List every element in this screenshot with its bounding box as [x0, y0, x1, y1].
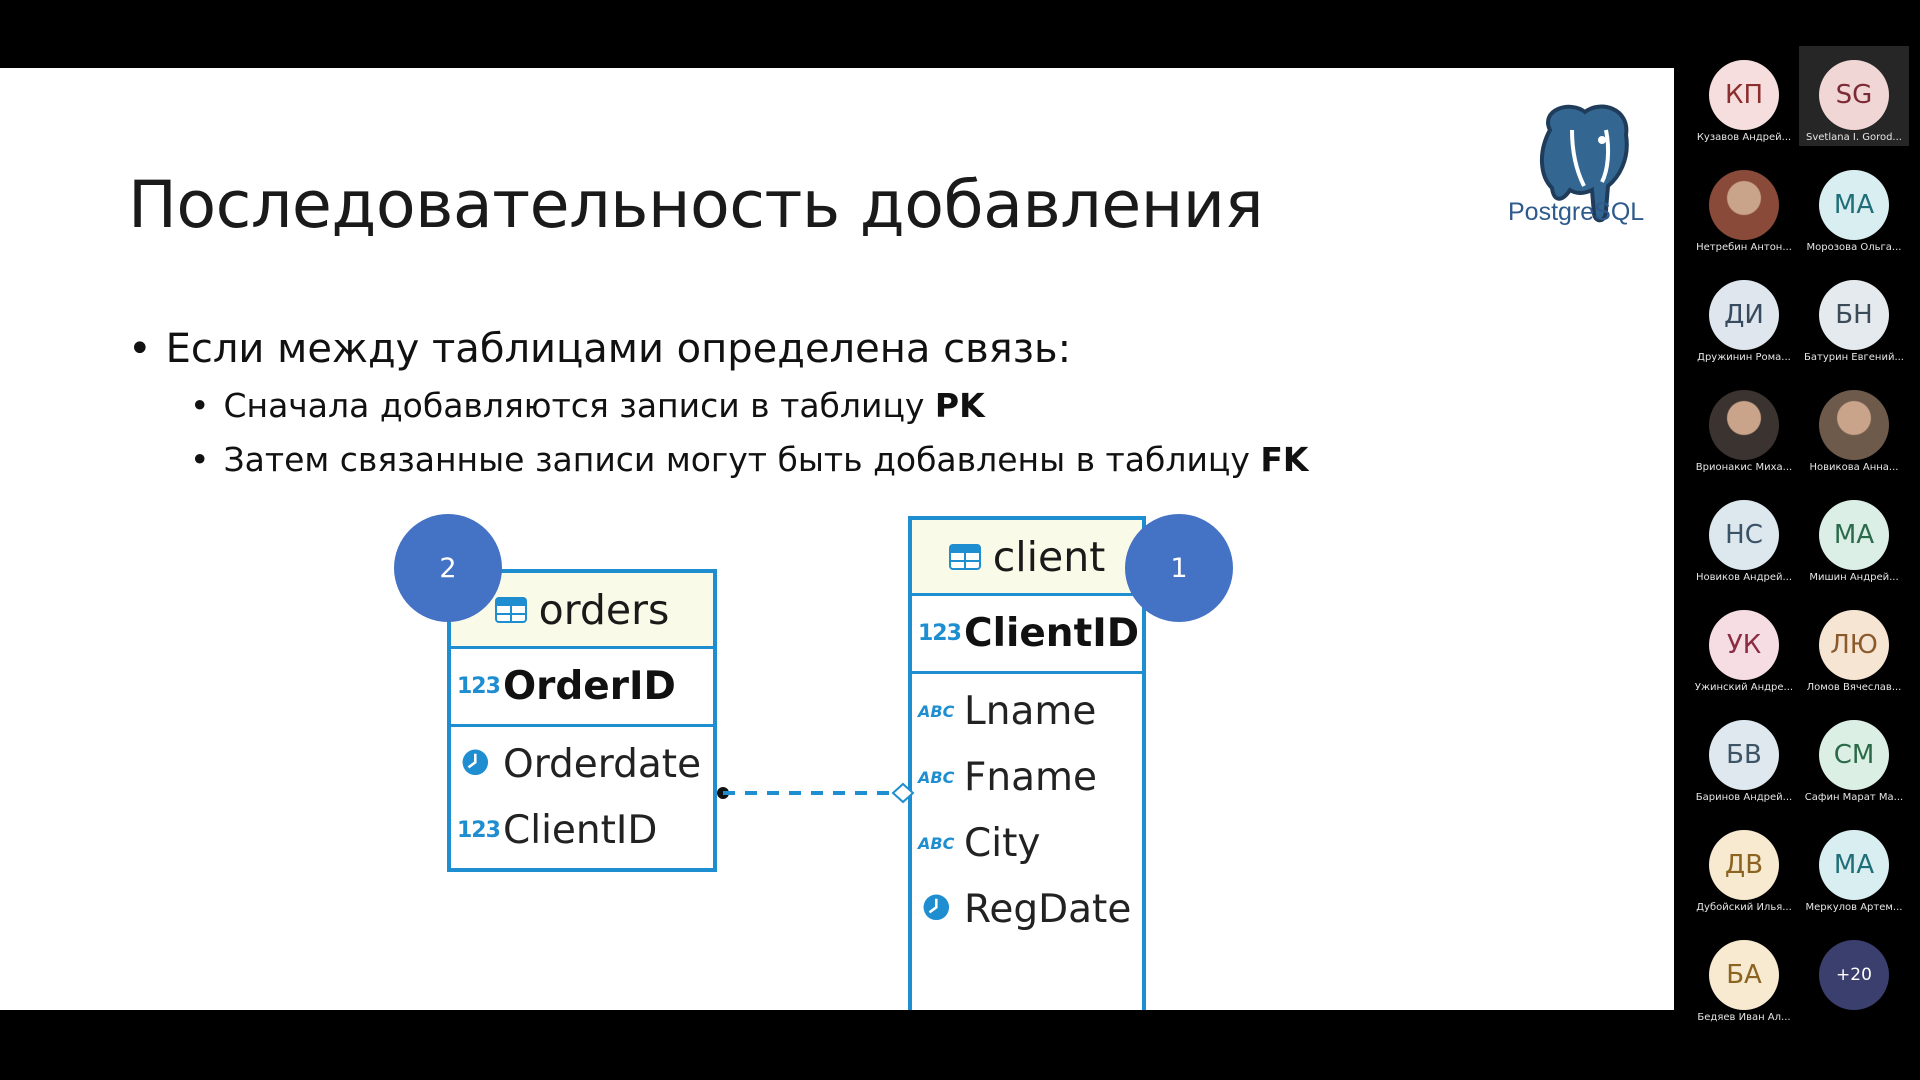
- numeric-type-icon: 123: [457, 817, 501, 843]
- table-icon: [494, 596, 527, 623]
- bullet-sub-1: •Сначала добавляются записи в таблицу PK: [190, 386, 985, 425]
- participant-tile[interactable]: БН Батурин Евгений...: [1799, 266, 1909, 366]
- table-header-orders: orders: [451, 573, 713, 649]
- avatar: SG: [1819, 60, 1889, 130]
- participant-tile[interactable]: SG Svetlana I. Gorod...: [1799, 46, 1909, 146]
- table-icon: [948, 543, 981, 570]
- participant-name: Ужинский Андре...: [1694, 682, 1794, 693]
- participant-name: Батурин Евгений...: [1804, 352, 1904, 363]
- field-name: Orderdate: [503, 741, 702, 787]
- clock-icon: [462, 749, 489, 776]
- participant-tile[interactable]: Нетребин Антон...: [1689, 156, 1799, 256]
- participant-name: Врионакис Миха...: [1695, 462, 1793, 473]
- participant-name: Ломов Вячеслав...: [1806, 682, 1902, 693]
- field-row: 123 ClientID: [451, 797, 713, 863]
- field-name: Lname: [964, 688, 1097, 734]
- avatar: ДВ: [1709, 830, 1779, 900]
- pk-field-name: ClientID: [964, 611, 1140, 656]
- participant-name: Кузавов Андрей...: [1696, 132, 1792, 143]
- participants-panel: КП Кузавов Андрей... SG Svetlana I. Gorod..…: [1674, 0, 1920, 1080]
- participant-tile[interactable]: БА Бедяев Иван Ал...: [1689, 926, 1799, 1026]
- table-header-client: client: [912, 520, 1142, 596]
- avatar: [1819, 390, 1889, 460]
- participant-tile[interactable]: МА Морозова Ольга...: [1799, 156, 1909, 256]
- avatar: МА: [1819, 170, 1889, 240]
- avatar: [1709, 170, 1779, 240]
- order-badge-client: 1: [1125, 514, 1233, 622]
- postgresql-logo-text: PostgreSQL: [1508, 198, 1645, 226]
- avatar: БН: [1819, 280, 1889, 350]
- table-name-orders: orders: [538, 585, 670, 634]
- participant-name: Бедяев Иван Ал...: [1697, 1012, 1791, 1023]
- participant-tile[interactable]: БВ Баринов Андрей...: [1689, 706, 1799, 806]
- avatar: [1709, 390, 1779, 460]
- participant-tile[interactable]: Новикова Анна...: [1799, 376, 1909, 476]
- field-name: RegDate: [964, 886, 1132, 932]
- table-name-client: client: [992, 532, 1106, 581]
- participant-tile[interactable]: МА Мишин Андрей...: [1799, 486, 1909, 586]
- participant-tile[interactable]: НС Новиков Андрей...: [1689, 486, 1799, 586]
- field-name: City: [964, 820, 1041, 866]
- participant-tile[interactable]: Врионакис Миха...: [1689, 376, 1799, 476]
- avatar: УК: [1709, 610, 1779, 680]
- participant-tile[interactable]: ДВ Дубойский Илья...: [1689, 816, 1799, 916]
- slide-title: Последовательность добавления: [128, 168, 1264, 243]
- field-name: Fname: [964, 754, 1098, 800]
- avatar: КП: [1709, 60, 1779, 130]
- participant-tile[interactable]: ДИ Дружинин Рома...: [1689, 266, 1799, 366]
- participant-tile[interactable]: УК Ужинский Андре...: [1689, 596, 1799, 696]
- erd-table-orders: orders 123 OrderID Orderdate 123 ClientI…: [447, 569, 717, 872]
- participant-tile[interactable]: СМ Сафин Марат Ма...: [1799, 706, 1909, 806]
- postgresql-elephant-icon: [1539, 104, 1629, 223]
- avatar: МА: [1819, 500, 1889, 570]
- participant-name: Новикова Анна...: [1809, 462, 1899, 473]
- order-badge-orders: 2: [394, 514, 502, 622]
- avatar: БА: [1709, 940, 1779, 1010]
- avatar: БВ: [1709, 720, 1779, 790]
- participant-tile[interactable]: КП Кузавов Андрей...: [1689, 46, 1799, 146]
- text-type-icon: ABC: [918, 701, 955, 721]
- avatar: МА: [1819, 830, 1889, 900]
- field-row: ABC City: [912, 810, 1142, 876]
- participant-name: Дружинин Рома...: [1697, 352, 1791, 363]
- numeric-key-icon: 123: [457, 674, 501, 699]
- participant-tile[interactable]: МА Меркулов Артем...: [1799, 816, 1909, 916]
- text-type-icon: ABC: [918, 767, 955, 787]
- participant-name: Мишин Андрей...: [1809, 572, 1899, 583]
- bullet-sub-2: •Затем связанные записи могут быть добав…: [190, 440, 1309, 479]
- field-row: Orderdate: [451, 731, 713, 797]
- clock-icon: [923, 894, 950, 921]
- field-row: ABC Lname: [912, 678, 1142, 744]
- participant-tile[interactable]: ЛЮ Ломов Вячеслав...: [1799, 596, 1909, 696]
- relation-connector: [717, 782, 915, 804]
- field-name: ClientID: [503, 807, 658, 853]
- more-count: +20: [1819, 940, 1889, 1010]
- more-participants-button[interactable]: +20: [1799, 926, 1909, 1026]
- participant-name: Нетребин Антон...: [1696, 242, 1792, 253]
- pk-row-client: 123 ClientID: [912, 596, 1142, 674]
- avatar: СМ: [1819, 720, 1889, 790]
- participant-name: Меркулов Артем...: [1805, 902, 1903, 913]
- numeric-key-icon: 123: [918, 621, 962, 646]
- participant-name: Дубойский Илья...: [1696, 902, 1792, 913]
- pk-field-name: OrderID: [503, 664, 676, 709]
- avatar: ДИ: [1709, 280, 1779, 350]
- text-type-icon: ABC: [918, 833, 955, 853]
- bullet-main: •Если между таблицами определена связь:: [128, 326, 1072, 372]
- field-row: RegDate: [912, 876, 1142, 942]
- avatar: НС: [1709, 500, 1779, 570]
- erd-table-client: client 123 ClientID ABC Lname ABC Fname …: [908, 516, 1146, 1010]
- participant-name: Морозова Ольга...: [1806, 242, 1902, 253]
- participant-name: Новиков Андрей...: [1695, 572, 1793, 583]
- pk-row-orders: 123 OrderID: [451, 649, 713, 727]
- presentation-slide: Последовательность добавления PostgreSQL…: [0, 68, 1674, 1010]
- avatar: ЛЮ: [1819, 610, 1889, 680]
- field-row: ABC Fname: [912, 744, 1142, 810]
- participant-name: Баринов Андрей...: [1695, 792, 1793, 803]
- participant-name: Svetlana I. Gorod...: [1806, 132, 1902, 143]
- participant-name: Сафин Марат Ма...: [1804, 792, 1904, 803]
